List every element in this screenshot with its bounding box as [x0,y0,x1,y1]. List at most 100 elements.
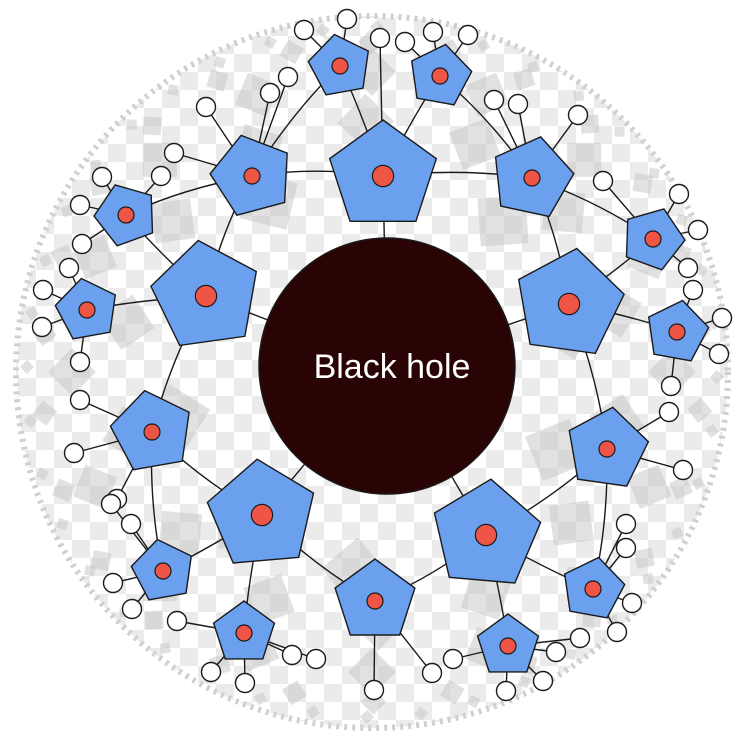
boundary-leaf-node [69,389,91,411]
tiling-cell [675,213,688,227]
tiling-cell [167,84,180,96]
tiling-cell [449,118,501,170]
tiling-cell [213,56,227,69]
tiling-cell [359,709,375,725]
tensor-node [410,43,473,106]
tensor-node [494,136,575,218]
tensor-node [625,208,686,271]
boundary-leaf-node [615,537,637,559]
black-hole-circle [258,237,516,495]
tiling-cell [25,306,40,321]
tiling-cell [38,253,53,268]
tiling-cell [253,691,268,706]
boundary-leaf-node [708,343,730,365]
tiling-cell [564,648,577,660]
tensor-node [328,119,438,223]
boundary-leaf-node [442,648,464,670]
boundary-leaf-node [163,142,185,164]
tiling-cell [159,642,171,654]
bulk-dot [371,164,395,188]
tiling-cell [90,550,112,572]
tiling-cell [670,526,684,540]
boundary-leaf-node [200,661,222,683]
boundary-leaf-node [102,572,124,594]
boundary-leaf-node [621,592,643,614]
bulk-dot [243,167,261,185]
tensor-node [563,556,626,619]
tensor-node [517,247,625,355]
boundary-leaf-node [305,648,327,670]
boundary-leaf-node [668,183,690,205]
tiling-cell [206,69,229,92]
tensor-node [206,458,315,564]
tiling-cell [548,500,594,546]
bulk-dot [117,206,135,224]
tiling-cell [347,647,397,697]
boundary-leaf-node [672,459,694,481]
boundary-leaf-node [363,679,385,701]
boundary-leaf-node [569,627,591,649]
tiling-cell [84,564,96,577]
boundary-leaf-node [259,82,281,104]
bulk-dot [250,503,274,527]
boundary-leaf-node [545,641,567,663]
boundary-leaf-node [567,104,589,126]
tiling-cell [52,478,76,503]
bulk-dot [474,523,498,547]
boundary-leaf-node [277,66,299,88]
boundary-leaf-node [71,233,93,255]
tiling-cell [263,35,277,50]
tiling-cell [526,60,540,74]
boundary-leaf-node [121,598,143,620]
boundary-leaf-node [658,401,680,423]
tensor-node [209,134,288,217]
tiling-cell [704,423,719,438]
boundary-leaf-node [687,219,709,241]
boundary-leaf-node [394,31,416,53]
tiling-cell [150,198,196,244]
tensor-nodes [54,33,710,673]
tensor-node [93,184,154,247]
boundary-leaf-node [682,279,704,301]
tiling-cell [306,704,321,719]
boundary-leaf-node [421,662,443,684]
tiling-cell [316,23,331,38]
boundary-leaf-node [150,165,172,187]
tensor-node [212,600,276,660]
tiling-cell [142,116,162,136]
tiling-cell [648,167,660,180]
bulk-dot [331,57,349,75]
boundary-leaf-node [234,672,256,694]
tiling-cell [626,464,672,510]
bulk-dot [598,440,616,458]
boundary-leaf-node [660,375,682,397]
tiling-cell [19,359,35,375]
tiling-cell [691,476,706,491]
boundary-leaf-node [120,513,142,535]
bulk-dot [154,562,172,580]
tiling-cell [573,90,585,102]
tiling-cell [467,694,481,709]
boundary-leaf-node [592,170,614,192]
boundary-leaf-node [369,27,391,49]
tensor-node [54,277,117,340]
bulk-dot [194,284,218,308]
boundary-leaf-node [58,257,80,279]
tiling-cell [614,126,625,137]
boundary-leaf-node [507,93,529,115]
boundary-leaf-node [483,89,505,111]
tensor-node [433,478,542,584]
tiling-cell [439,679,465,705]
tiling-cell [279,39,305,65]
tiling-cell [413,706,428,721]
tiling-cell [687,397,713,424]
boundary-leaf-node [31,316,53,338]
boundary-leaf-node [293,19,315,41]
boundary-leaf-node [100,493,122,515]
boundary-leaf-node [606,621,628,643]
tiling-cell [31,400,58,426]
boundary-leaf-node [422,21,444,43]
boundary-leaf-node [32,279,54,301]
bulk-dot [143,423,161,441]
